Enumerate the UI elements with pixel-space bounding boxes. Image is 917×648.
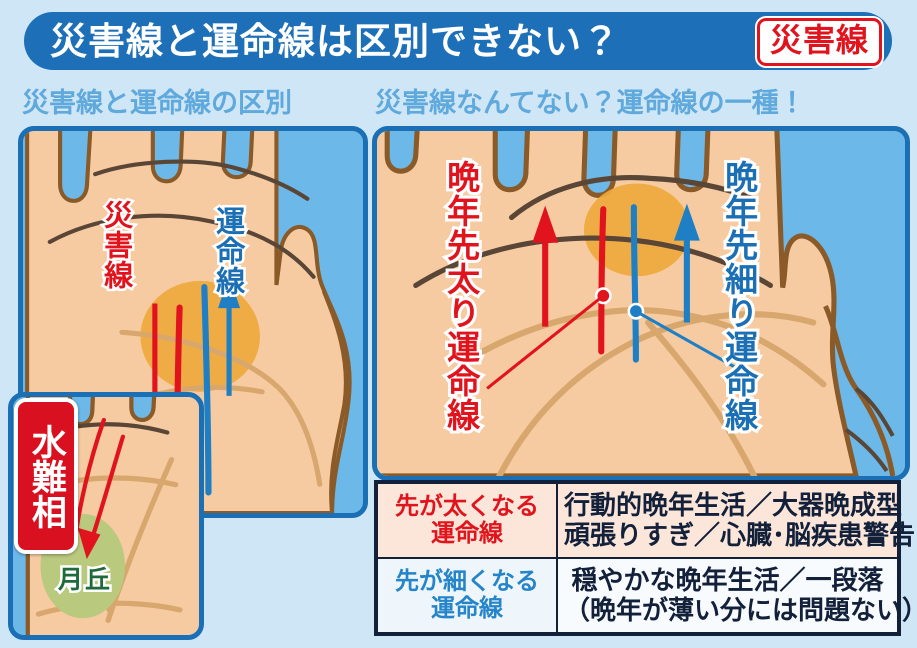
row-value-line2: 頑張りすぎ／心臓･脳疾患警告 <box>564 519 916 550</box>
right-palm-panel <box>372 126 910 481</box>
row-header-line1: 先が細くなる <box>395 567 539 595</box>
table-row-header-thin: 先が細くなる 運命線 <box>376 557 558 634</box>
fate-line-label: 運命線 <box>209 204 246 299</box>
row-header-line2: 運命線 <box>431 594 503 622</box>
table-row-header-thick: 先が太くなる 運命線 <box>376 482 558 559</box>
water-disaster-badge-label: 水難相 <box>26 423 66 529</box>
fate-line-meaning-table: 先が太くなる 運命線 行動的晩年生活／大器晩成型 頑張りすぎ／心臓･脳疾患警告 … <box>374 480 917 636</box>
row-header-line1: 先が太くなる <box>395 492 539 520</box>
water-disaster-badge: 水難相 <box>14 398 78 554</box>
table-row-value-thin: 穏やかな晩年生活／一段落 （晩年が薄い分には問題ない） <box>556 557 917 634</box>
lunar-mount-label: 月丘 <box>55 564 113 597</box>
thin-end-fate-line-label: 晩年先細り運命線 <box>718 157 761 435</box>
left-section-subtitle: 災害線と運命線の区別 <box>22 88 292 118</box>
row-value-line1: 行動的晩年生活／大器晩成型 <box>564 490 903 521</box>
page-title: 災害線と運命線は区別できない？ <box>50 20 620 62</box>
title-badge-label: 災害線 <box>769 22 869 58</box>
thick-end-fate-line-label: 晩年先太り運命線 <box>440 157 483 435</box>
right-section-subtitle: 災害線なんてない？運命線の一種！ <box>375 88 806 118</box>
table-row: 先が細くなる 運命線 穏やかな晩年生活／一段落 （晩年が薄い分には問題ない） <box>376 557 917 634</box>
title-bar: 災害線と運命線は区別できない？ 災害線 <box>24 12 892 70</box>
water-disaster-inset-panel <box>8 392 204 640</box>
table-row: 先が太くなる 運命線 行動的晩年生活／大器晩成型 頑張りすぎ／心臓･脳疾患警告 <box>376 482 916 559</box>
disaster-line-label: 災害線 <box>97 198 134 293</box>
title-badge: 災害線 <box>756 18 882 66</box>
row-value-line1: 穏やかな晩年生活／一段落 <box>571 565 884 596</box>
row-value-line2: （晩年が薄い分には問題ない） <box>564 594 917 625</box>
row-header-line2: 運命線 <box>431 519 503 547</box>
table-row-value-thick: 行動的晩年生活／大器晩成型 頑張りすぎ／心臓･脳疾患警告 <box>556 482 916 559</box>
right-palm-illustration <box>377 131 905 476</box>
